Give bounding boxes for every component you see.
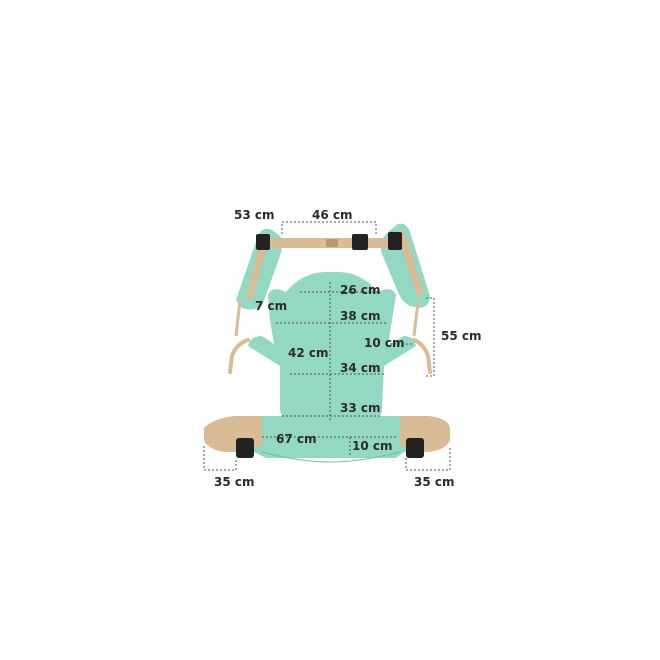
left-side-adjuster <box>228 299 250 374</box>
label-waist-belt-width: 67 cm <box>276 432 317 446</box>
label-chest-strap: 46 cm <box>312 208 353 222</box>
carrier-back-panel <box>248 271 416 422</box>
label-inner-width: 10 cm <box>364 336 405 350</box>
label-panel-height: 42 cm <box>288 346 329 360</box>
label-panel-top-width: 26 cm <box>340 283 381 297</box>
label-back-height: 55 cm <box>441 329 482 343</box>
chest-strap <box>270 238 390 248</box>
label-harness-strap: 53 cm <box>234 208 275 222</box>
waist-buckle-right <box>406 438 424 458</box>
label-lower-panel-width: 33 cm <box>340 401 381 415</box>
chest-strap-buckle-left <box>256 234 270 250</box>
label-belt-right-extension: 35 cm <box>414 475 455 489</box>
label-belt-height: 10 cm <box>352 439 393 453</box>
measurement-guides <box>203 221 451 471</box>
right-side-adjuster <box>412 301 432 374</box>
label-upper-panel-width: 38 cm <box>340 309 381 323</box>
label-side-height: 7 cm <box>255 299 288 313</box>
label-belt-left-extension: 35 cm <box>214 475 255 489</box>
chest-strap-buckle-right <box>352 232 402 250</box>
label-mid-panel-width: 34 cm <box>340 361 381 375</box>
waist-buckle-left <box>236 438 254 458</box>
